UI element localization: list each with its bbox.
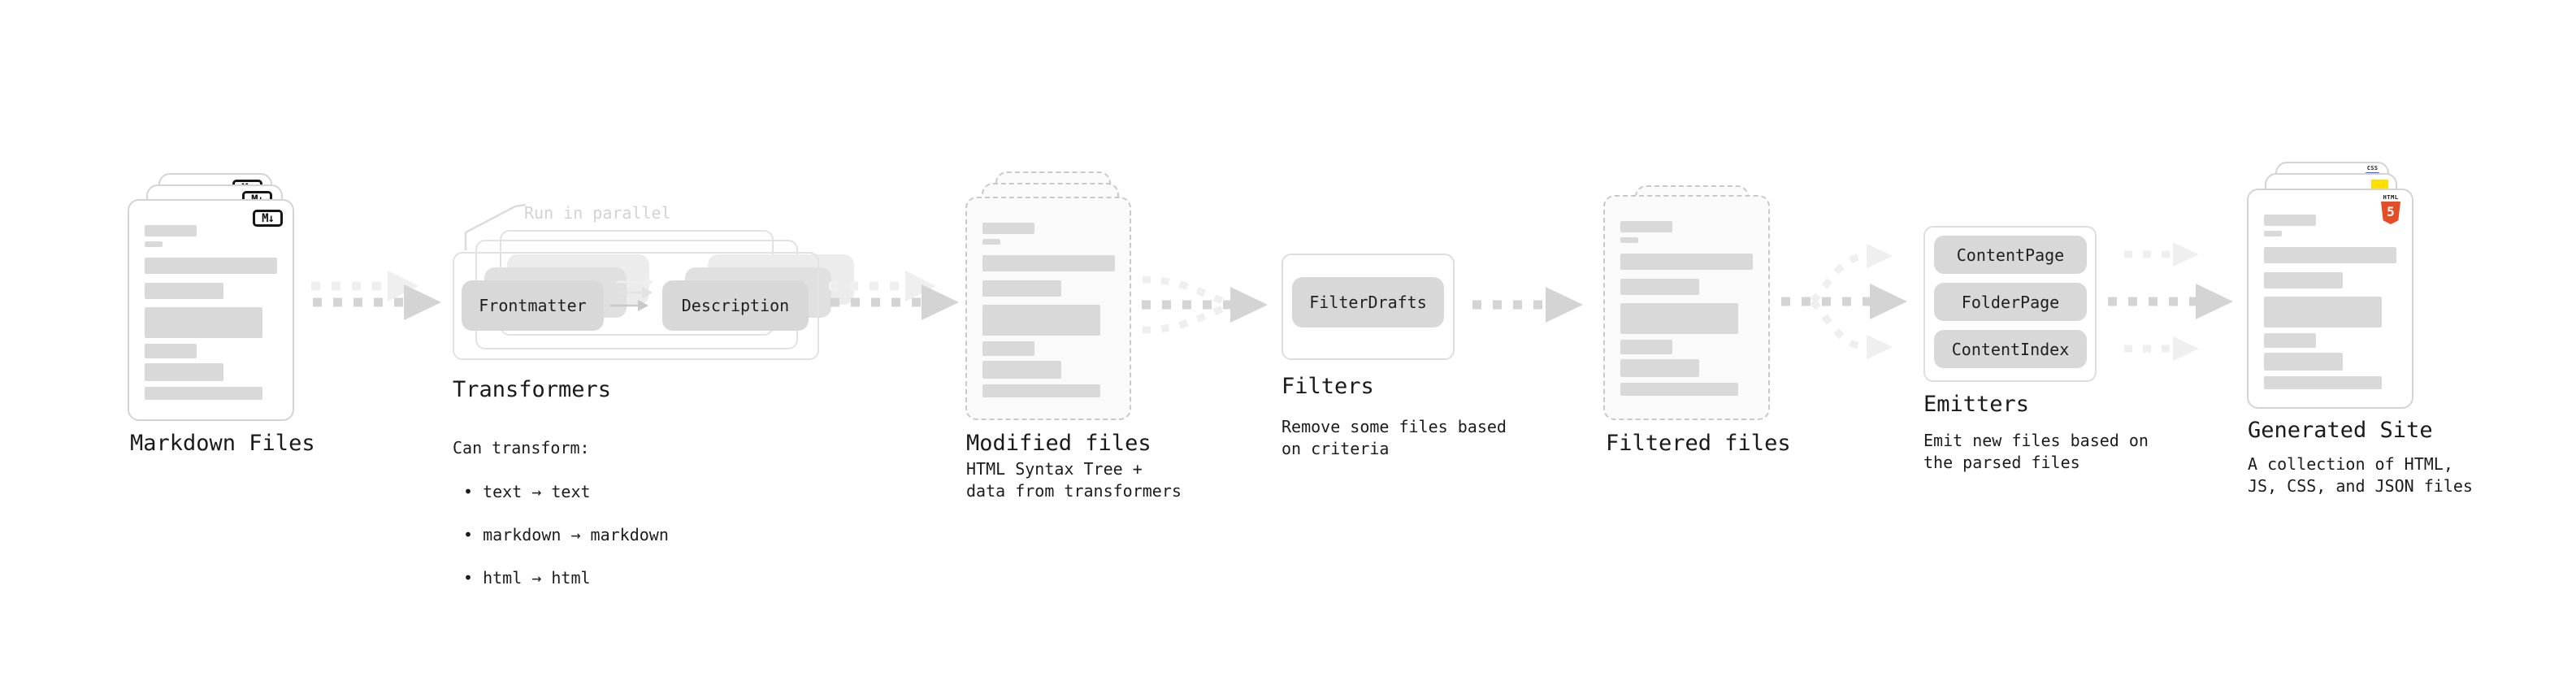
- stage-title-modified-files: Modified files: [966, 431, 1151, 456]
- flow-arrow-transformers-to-modified: [829, 271, 959, 320]
- flow-arrow-emitters-to-generated: [2108, 242, 2233, 361]
- node-filterdrafts: FilterDrafts: [1292, 277, 1444, 327]
- placeholder-text-lines: [1605, 197, 1768, 396]
- stage-title-generated-site: Generated Site: [2248, 418, 2433, 443]
- placeholder-text-lines: [2249, 190, 2412, 389]
- flow-arrow-filtered-to-emitters: [1781, 244, 1907, 359]
- note-leader-line: [464, 203, 527, 250]
- stage-title-markdown-files: Markdown Files: [130, 431, 315, 456]
- transformer-box-front: [453, 252, 819, 360]
- stage-title-transformers: Transformers: [453, 377, 612, 402]
- modified-file-card-front: [965, 197, 1131, 420]
- stage-subtitle-transformers: Can transform: text → text markdown → ma…: [453, 415, 669, 631]
- stage-subtitle-emitters: Emit new files based on the parsed files: [1923, 431, 2149, 472]
- generated-file-card-front: HTML 5: [2247, 189, 2413, 409]
- transform-list: text → text markdown → markdown html → h…: [453, 459, 669, 610]
- flow-arrow-markdown-to-transformers: [311, 271, 441, 320]
- note-run-in-parallel: Run in parallel: [524, 203, 671, 223]
- mini-arrow-ghost2: [617, 276, 653, 288]
- mini-arrow-ghost1: [615, 287, 653, 298]
- transform-item: html → html: [453, 567, 669, 589]
- markdown-file-card-front: M↓: [128, 199, 294, 421]
- transform-item: text → text: [453, 481, 669, 503]
- node-contentpage: ContentPage: [1934, 236, 2087, 274]
- stage-title-filtered-files: Filtered files: [1606, 431, 1791, 456]
- stage-subtitle-modified-files: HTML Syntax Tree + data from transformer…: [966, 459, 1182, 501]
- filtered-file-card-front: [1603, 195, 1770, 420]
- html5-icon: HTML 5: [2380, 194, 2401, 224]
- node-contentindex: ContentIndex: [1934, 330, 2087, 368]
- stage-title-emitters: Emitters: [1923, 392, 2030, 417]
- node-folderpage: FolderPage: [1934, 283, 2087, 321]
- transform-item: markdown → markdown: [453, 524, 669, 546]
- mini-arrow-front: [610, 300, 648, 311]
- stage-subtitle-filters: Remove some files based on criteria: [1281, 417, 1507, 458]
- placeholder-text-lines: [129, 201, 293, 400]
- stage-title-filters: Filters: [1281, 374, 1374, 399]
- can-transform-label: Can transform:: [453, 437, 590, 458]
- placeholder-text-lines: [967, 198, 1130, 397]
- flow-arrow-modified-to-filters: [1142, 275, 1268, 334]
- stage-subtitle-generated-site: A collection of HTML, JS, CSS, and JSON …: [2248, 454, 2473, 496]
- markdown-icon: M↓: [253, 210, 283, 227]
- javascript-icon: [2371, 180, 2388, 189]
- flow-arrow-filters-to-filtered: [1472, 287, 1583, 323]
- node-frontmatter: Frontmatter: [462, 280, 604, 331]
- node-description: Description: [662, 280, 809, 331]
